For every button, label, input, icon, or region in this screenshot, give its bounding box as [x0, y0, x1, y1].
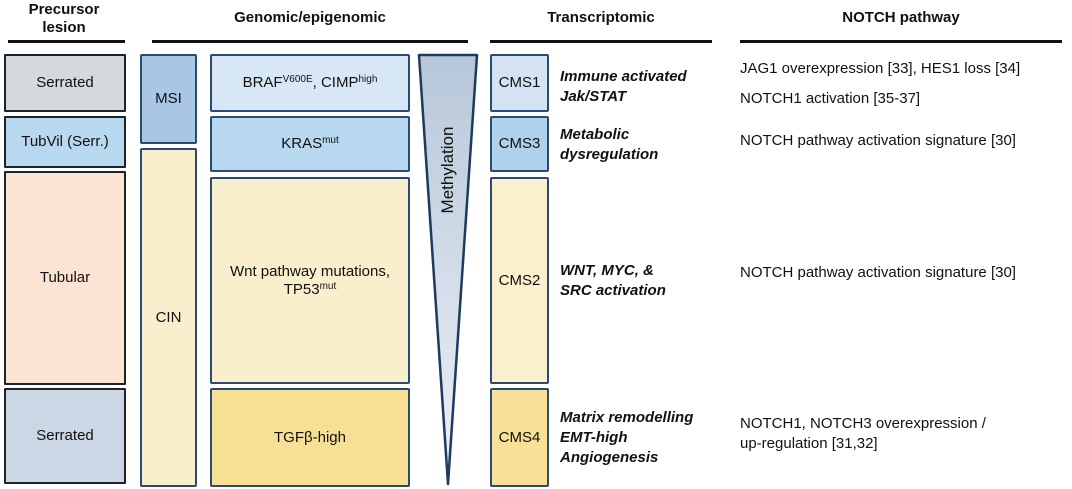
cms2-label: CMS2 [498, 271, 541, 289]
notch-entry-cms2: NOTCH pathway activation signature [30] [740, 264, 1016, 281]
precursor-box-label: Tubular [39, 269, 91, 286]
genomic-header-underline [152, 40, 468, 43]
notch-entry-cms1-notch1: NOTCH1 activation [35-37] [740, 90, 921, 107]
notch-pathway-header: NOTCH pathway [842, 9, 960, 26]
kras-label: KRASmut [281, 135, 339, 152]
cms3-label: CMS3 [498, 135, 541, 152]
braf-cimp-box: BRAFV600E, CIMPhigh [210, 54, 410, 112]
precursor-box-tubvil: TubVil (Serr.) [4, 116, 126, 168]
wnt-tp53-label: Wnt pathway mutations,TP53mut [229, 262, 391, 298]
precursor-header-underline [8, 40, 125, 43]
msi-label: MSI [155, 90, 182, 107]
kras-box: KRASmut [210, 116, 410, 172]
methylation-label: Methylation [438, 126, 457, 214]
precursor-box-label: Serrated [36, 74, 94, 91]
notch-entry-cms3: NOTCH pathway activation signature [30] [740, 132, 1016, 149]
genomic-epigenomic-header: Genomic/epigenomic [234, 9, 386, 26]
precursor-box-tubular: Tubular [4, 171, 126, 385]
tgfb-high-box: TGFβ-high [210, 388, 410, 487]
precursor-box-serrated-bottom: Serrated [4, 388, 126, 484]
cms4-box: CMS4 [490, 388, 549, 487]
methylation-triangle-shape [417, 53, 479, 486]
cms2-description-text: WNT, MYC, &SRC activation [560, 261, 666, 299]
cms4-label: CMS4 [498, 428, 541, 446]
notch-header-underline [740, 40, 1062, 43]
cin-label: CIN [155, 308, 182, 326]
precursor-box-label: TubVil (Serr.) [21, 133, 109, 150]
cms3-box: CMS3 [490, 116, 549, 172]
notch-entry-cms4: NOTCH1, NOTCH3 overexpression /up-regula… [740, 415, 986, 452]
notch-entry-cms1-jag1: JAG1 overexpression [33], HES1 loss [34] [740, 60, 1021, 77]
cms2-description: WNT, MYC, &SRC activation [560, 177, 746, 384]
cms1-box: CMS1 [490, 54, 549, 112]
wnt-tp53-box: Wnt pathway mutations,TP53mut [210, 177, 410, 384]
cms2-box: CMS2 [490, 177, 549, 384]
methylation-gradient-triangle [417, 53, 479, 486]
braf-cimp-label: BRAFV600E, CIMPhigh [242, 74, 378, 91]
tgfb-high-label: TGFβ-high [274, 428, 346, 446]
msi-box: MSI [140, 54, 197, 144]
cms1-label: CMS1 [498, 74, 541, 91]
transcriptomic-header: Transcriptomic [547, 9, 655, 26]
precursor-box-serrated-top: Serrated [4, 54, 126, 112]
transcriptomic-header-underline [490, 40, 712, 43]
precursor-box-label: Serrated [36, 427, 94, 444]
cin-box: CIN [140, 148, 197, 487]
